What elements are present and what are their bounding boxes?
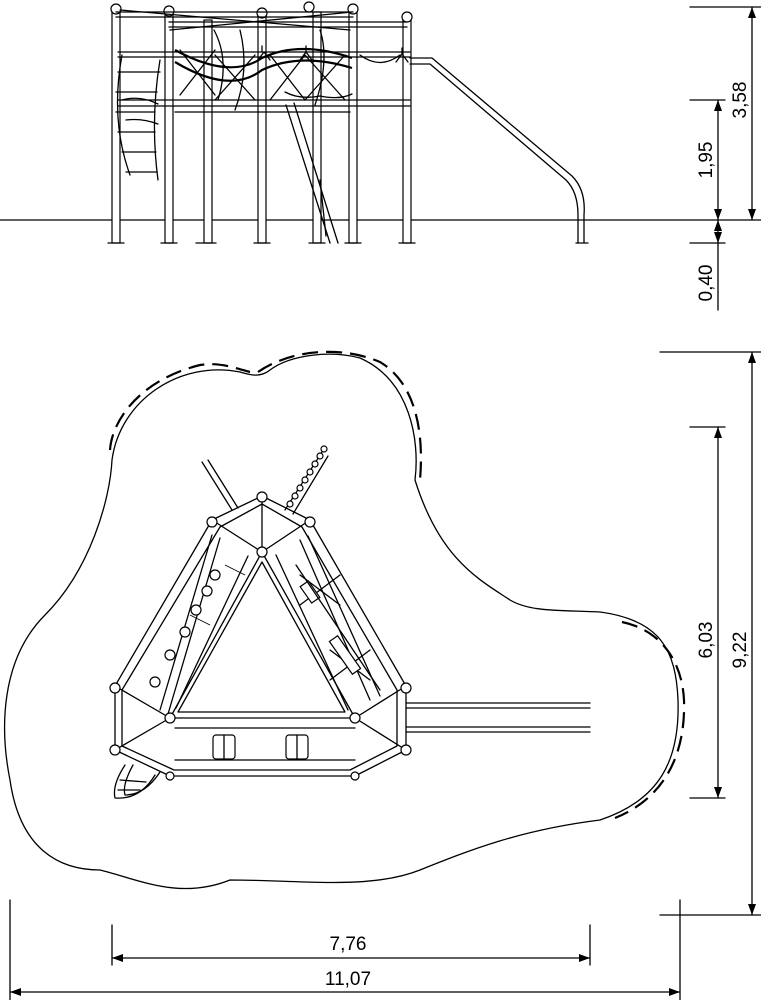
safety-zone-dashed-segments [108,350,686,820]
elevation-hand-grips [257,45,409,63]
dim-foundation-depth: 0,40 [696,265,717,302]
elevation-post-caps [110,1,413,23]
plan-posts [109,491,412,781]
dim-plan-depth-total: 9,22 [730,632,751,669]
plan-bottom-seats [212,734,309,760]
elevation-rope-net [174,29,401,111]
plan-frame [114,495,407,777]
plan-diagonal-pole [201,459,239,511]
plan-right-net [295,564,381,691]
safety-zone-outline [4,353,679,890]
dim-plan-width-total: 11,07 [325,969,371,990]
dim-plan-width-equipment: 7,76 [330,934,367,955]
plan-slide [405,702,591,733]
elevation-curved-ladder [115,54,161,181]
elevation-dimension-lines [689,6,761,311]
plan-dimension-lines [9,351,761,1000]
plan-curved-ladder [113,764,161,799]
dim-platform-height: 1,95 [696,142,717,179]
plan-left-climbing-beads [149,564,246,688]
plan-climbing-rope [284,445,329,515]
plan-view: 9,22 6,03 7,76 11,07 [4,350,761,1000]
dim-total-height: 3,58 [730,82,751,119]
elevation-slide [409,57,589,244]
elevation-view: 3,58 1,95 0,40 [0,1,761,311]
elevation-climbing-pole [285,102,339,244]
elevation-platform [117,99,411,113]
elevation-posts [107,7,416,244]
dim-plan-depth-equipment: 6,03 [696,622,717,659]
